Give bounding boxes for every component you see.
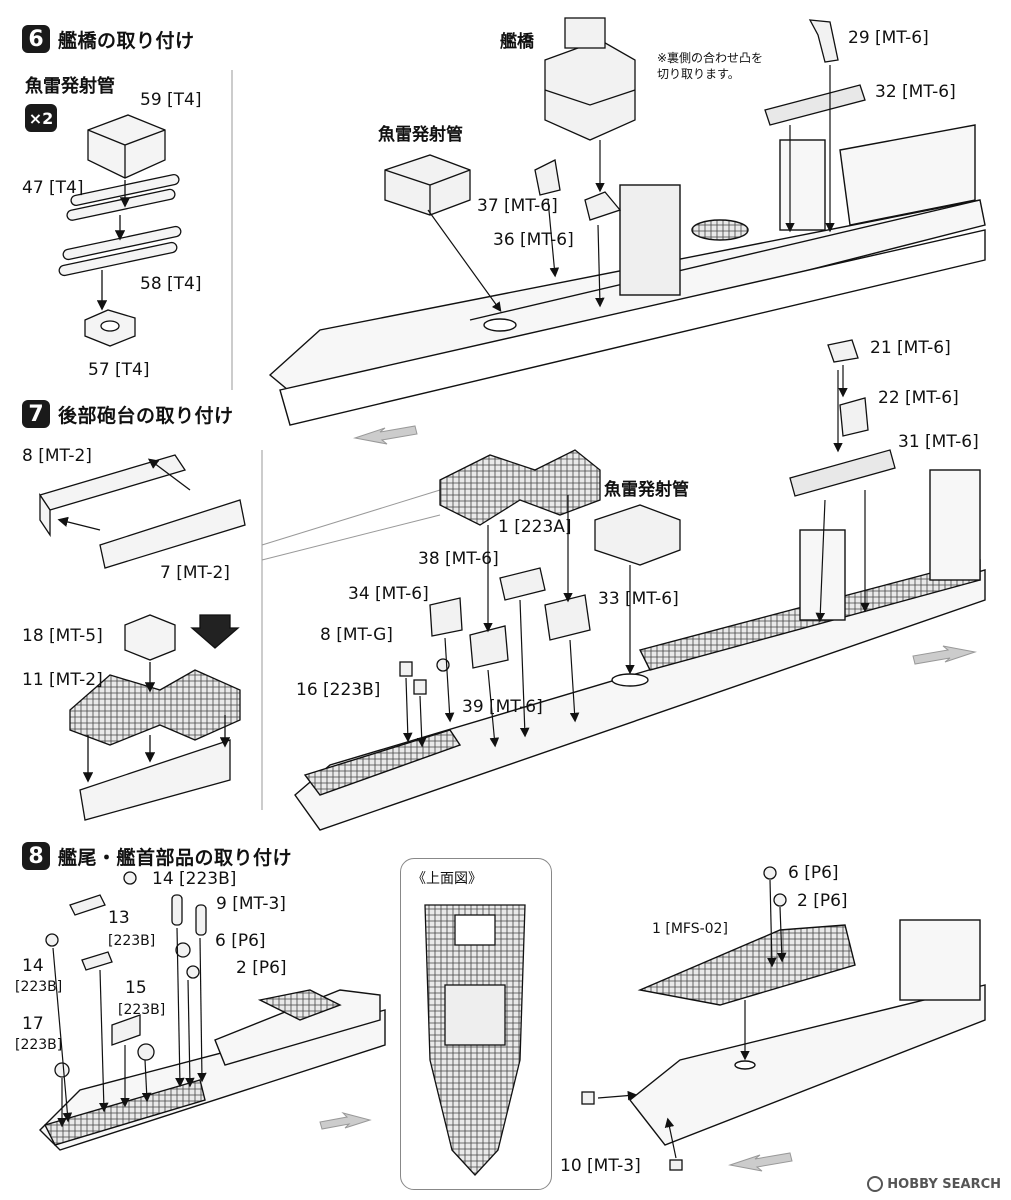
step-6-number: 6 xyxy=(22,25,50,53)
part-label-10: 10 [MT-3] xyxy=(560,1156,641,1176)
part-label-15-code: [223B] xyxy=(118,1002,166,1018)
leader-lines-step8b xyxy=(597,879,787,1159)
top-view-panel xyxy=(400,858,552,1190)
torpedo-label-b: 魚雷発射管 xyxy=(604,480,689,500)
torpedo-launcher-step7 xyxy=(594,504,681,566)
part-label-7: 7 [MT-2] xyxy=(160,563,230,583)
part-label-11: 11 [MT-2] xyxy=(22,670,103,690)
part-label-57: 57 [T4] xyxy=(88,360,150,380)
part-label-13-code: [223B] xyxy=(108,933,156,949)
part-label-13: 13 xyxy=(108,908,130,928)
part-label-2-a: 2 [P6] xyxy=(236,958,287,978)
part-label-29: 29 [MT-6] xyxy=(848,28,929,48)
part-label-6-b: 6 [P6] xyxy=(788,863,839,883)
hull-step8-bow xyxy=(629,919,986,1146)
direction-arrow-step8a xyxy=(319,1112,372,1130)
top-view-hull xyxy=(424,904,526,1176)
part-label-14-b-code: [223B] xyxy=(15,979,63,995)
part-label-58: 58 [T4] xyxy=(140,274,202,294)
part-label-9: 9 [MT-3] xyxy=(216,894,286,914)
part-label-14-b: 14 xyxy=(22,956,44,976)
step-6-title: 艦橋の取り付け xyxy=(58,29,195,52)
bridge-label: 艦橋 xyxy=(500,32,534,52)
part-label-39: 39 [MT-6] xyxy=(462,697,543,717)
part-label-15: 15 xyxy=(125,978,147,998)
top-view-label: 《上面図》 xyxy=(412,871,482,887)
part-label-21: 21 [MT-6] xyxy=(870,338,951,358)
small-parts-step7 xyxy=(399,339,896,695)
part-label-17-code: [223B] xyxy=(15,1037,63,1053)
bridge-part xyxy=(544,17,636,141)
torpedo-launcher-subassembly xyxy=(58,114,182,347)
part-label-34: 34 [MT-6] xyxy=(348,584,429,604)
part-label-47: 47 [T4] xyxy=(22,178,84,198)
direction-arrow-step8b xyxy=(728,1152,793,1172)
step-8-number: 8 xyxy=(22,842,50,870)
step-7-title: 後部砲台の取り付け xyxy=(58,404,234,427)
section-dividers xyxy=(231,70,441,810)
direction-arrow-step7 xyxy=(912,645,977,665)
step-8-header: 8 艦尾・艦首部品の取り付け xyxy=(22,842,292,870)
part-label-14-a: 14 [223B] xyxy=(152,869,237,889)
small-parts-step8b xyxy=(581,866,787,1171)
direction-arrow-step6 xyxy=(353,425,418,445)
part-label-33: 33 [MT-6] xyxy=(598,589,679,609)
part-label-1-223a: 1 [223A] xyxy=(498,517,572,537)
small-parts-step6 xyxy=(534,19,866,221)
part-label-8-mtg: 8 [MT-G] xyxy=(320,625,393,645)
part-label-2-b: 2 [P6] xyxy=(797,891,848,911)
leader-lines-step7 xyxy=(402,365,870,748)
part-label-8-mt2: 8 [MT-2] xyxy=(22,446,92,466)
hull-step7 xyxy=(294,469,986,831)
hull-step8-stern xyxy=(39,989,386,1151)
cut-note: ※裏側の合わせ凸を 切り取ります。 xyxy=(657,51,764,81)
part-label-37: 37 [MT-6] xyxy=(477,196,558,216)
watermark-text: HOBBY SEARCH xyxy=(887,1176,1001,1192)
small-parts-step8a xyxy=(45,871,207,1078)
leader-lines-step6 xyxy=(427,65,835,312)
watermark-logo-icon xyxy=(867,1176,884,1192)
part-label-36: 36 [MT-6] xyxy=(493,230,574,250)
part-label-31: 31 [MT-6] xyxy=(898,432,979,452)
step-7-header: 7 後部砲台の取り付け xyxy=(22,400,234,428)
step-7-number: 7 xyxy=(22,400,50,428)
subassembly-title: 魚雷発射管 xyxy=(25,76,115,97)
multiplier-badge: ×2 xyxy=(25,104,57,132)
step-6-header: 6 艦橋の取り付け xyxy=(22,25,195,53)
part-label-1-mfs: 1 [MFS-02] xyxy=(652,921,728,937)
step-8-title: 艦尾・艦首部品の取り付け xyxy=(58,846,293,869)
torpedo-label-a: 魚雷発射管 xyxy=(378,125,463,145)
part-label-38: 38 [MT-6] xyxy=(418,549,499,569)
leader-lines-step8a xyxy=(52,927,207,1128)
hull-step6 xyxy=(268,124,986,426)
part-label-59: 59 [T4] xyxy=(140,90,202,110)
part-label-22: 22 [MT-6] xyxy=(878,388,959,408)
part-label-18: 18 [MT-5] xyxy=(22,626,103,646)
torpedo-launcher-step6 xyxy=(384,154,471,216)
part-label-32: 32 [MT-6] xyxy=(875,82,956,102)
part-label-17: 17 xyxy=(22,1014,44,1034)
rear-turret-base xyxy=(38,454,246,821)
watermark: HOBBY SEARCH xyxy=(867,1176,1001,1192)
part-label-16: 16 [223B] xyxy=(296,680,381,700)
rear-turret-step7 xyxy=(439,449,601,526)
part-label-6-a: 6 [P6] xyxy=(215,931,266,951)
